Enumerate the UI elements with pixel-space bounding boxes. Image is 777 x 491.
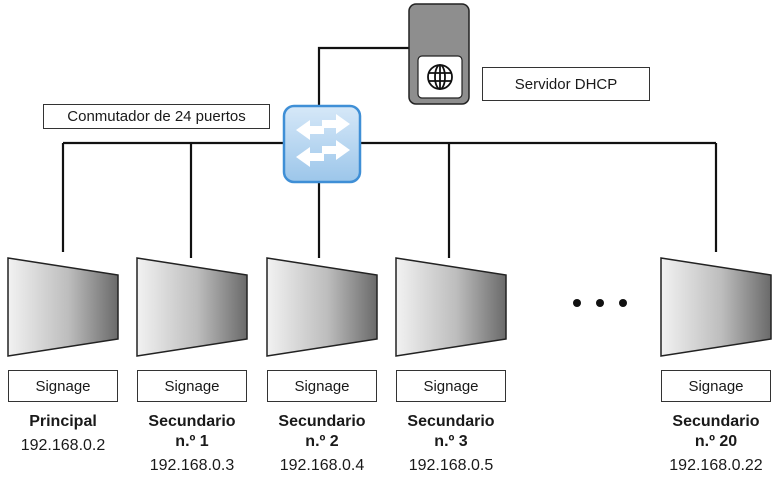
signage-tag-1: Signage xyxy=(8,370,118,402)
dhcp-server xyxy=(408,3,470,105)
display-ip: 192.168.0.3 xyxy=(149,457,235,474)
display-caption-2: Secundario n.º 1 192.168.0.3 xyxy=(132,412,252,476)
signage-display-5 xyxy=(660,257,772,357)
network-switch xyxy=(282,104,362,184)
display-ip: 192.168.0.4 xyxy=(279,457,365,474)
signage-display-4 xyxy=(395,257,507,357)
display-role: Secundario xyxy=(407,413,495,430)
display-caption-5: Secundario n.º 20 192.168.0.22 xyxy=(656,412,776,476)
switch-label: Conmutador de 24 puertos xyxy=(43,104,270,129)
display-role: Secundario xyxy=(148,413,236,430)
display-caption-1: Principal 192.168.0.2 xyxy=(3,412,123,456)
display-role: Principal xyxy=(29,413,97,430)
display-caption-3: Secundario n.º 2 192.168.0.4 xyxy=(262,412,382,476)
ellipsis-dots xyxy=(573,299,627,307)
signage-tag-5: Signage xyxy=(661,370,771,402)
display-number: n.º 2 xyxy=(305,433,339,450)
signage-tag-4: Signage xyxy=(396,370,506,402)
switch-arrows-icon xyxy=(296,114,350,167)
signage-tag-3: Signage xyxy=(267,370,377,402)
display-ip: 192.168.0.22 xyxy=(669,457,763,474)
display-caption-4: Secundario n.º 3 192.168.0.5 xyxy=(391,412,511,476)
connection-lines xyxy=(61,46,718,258)
display-ip: 192.168.0.2 xyxy=(20,437,106,454)
display-role: Secundario xyxy=(672,413,760,430)
globe-icon xyxy=(427,64,453,90)
signage-display-2 xyxy=(136,257,248,357)
display-number: n.º 1 xyxy=(175,433,209,450)
display-number: n.º 3 xyxy=(434,433,468,450)
display-role: Secundario xyxy=(278,413,366,430)
server-label: Servidor DHCP xyxy=(482,67,650,101)
display-ip: 192.168.0.5 xyxy=(408,457,494,474)
display-number: n.º 20 xyxy=(694,433,738,450)
signage-tag-2: Signage xyxy=(137,370,247,402)
signage-display-3 xyxy=(266,257,378,357)
signage-display-1 xyxy=(7,257,119,357)
